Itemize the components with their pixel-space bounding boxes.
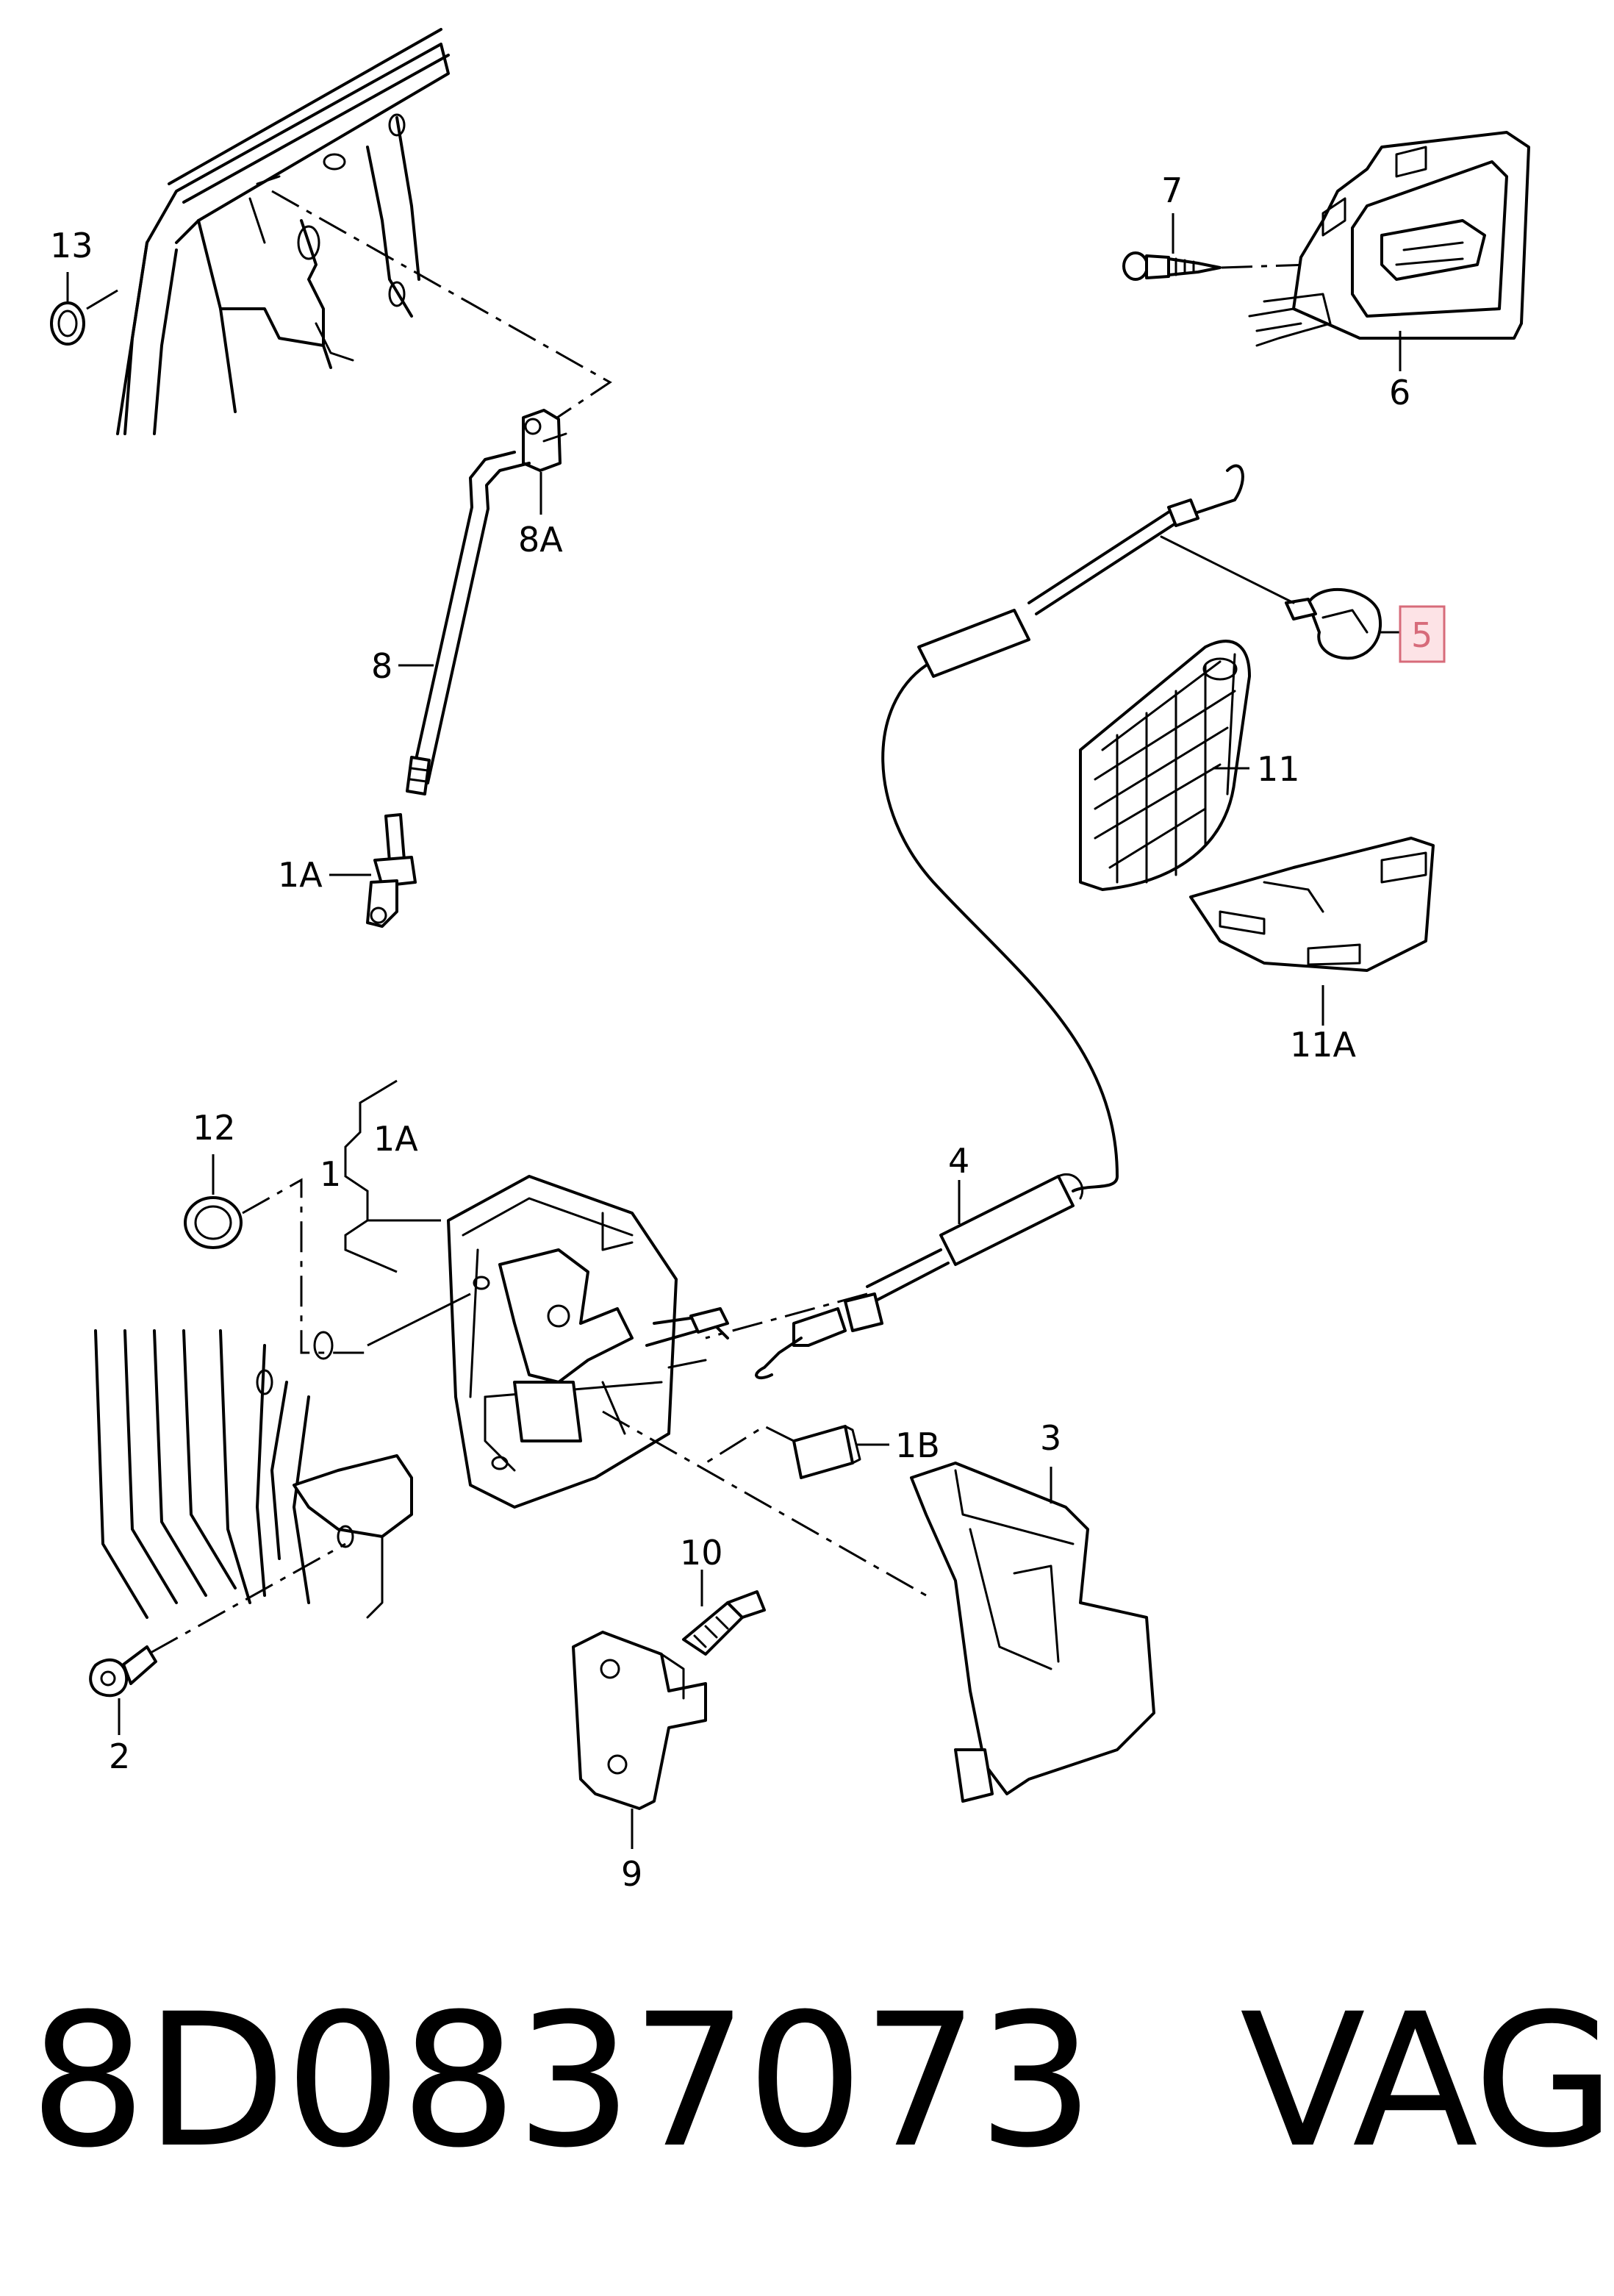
clip-8A-icon [522,409,567,472]
connector-1A-icon [366,813,417,928]
callout-1A-lower: 1A [373,1119,418,1159]
assembly-line-cable [705,1292,868,1340]
plug-13-icon [50,301,85,346]
leader-lock-screw [367,1292,471,1347]
assembly-line-frame [271,190,612,428]
bolt-2-icon [89,1645,157,1698]
callout-3: 3 [1040,1418,1061,1458]
cable-clip-5-icon [1285,587,1382,660]
door-frame-upper [116,28,450,435]
assembly-line-connector [705,1425,795,1464]
leader-bracket-1 [344,1079,441,1273]
striker-plate-9-icon [572,1631,707,1810]
assembly-line-lock [602,1410,927,1597]
brand-name: VAG [1239,1973,1614,2188]
callout-11: 11 [1257,749,1300,789]
callout-13: 13 [50,226,93,265]
callout-5: 5 [1411,615,1432,655]
screw-10-icon [682,1590,766,1656]
inner-door-handle-6-icon [1248,131,1530,347]
part-number: 8D0837073 [29,1973,1094,2188]
assembly-line-screw [1221,263,1309,269]
callout-8: 8 [371,646,392,686]
cable-upper [881,464,1295,1178]
callout-labels: 13 7 6 8A 5 8 11 1A 11A 12 1A 1 4 1B 3 1… [50,171,1432,1894]
bracket-11A-icon [1189,837,1435,972]
callout-6: 6 [1389,373,1410,412]
callout-5-highlight [1399,605,1446,663]
connector-1B-icon [792,1425,861,1479]
callout-11A: 11A [1290,1025,1357,1065]
rod-8-icon [406,451,531,795]
callout-1: 1 [320,1154,341,1194]
exploded-parts-diagram: 13 7 6 8A 5 8 11 1A 11A 12 1A 1 4 1B 3 1… [50,28,1530,1894]
callout-2: 2 [109,1737,130,1776]
callout-7: 7 [1161,171,1183,210]
caption-bar: 8D0837073 VAG [29,1948,1614,2213]
cover-3-icon [910,1462,1155,1803]
assembly-line-plug12 [242,1178,367,1354]
callout-9: 9 [621,1854,642,1894]
plug-12-icon [184,1196,243,1249]
callout-1B: 1B [895,1426,940,1465]
door-frame-lower [94,1329,413,1619]
cable-4-icon [755,1173,1119,1380]
screw-7-icon [1122,251,1222,281]
assembly-line-bolt [150,1542,346,1654]
callout-4: 4 [948,1141,969,1181]
door-lock-1-icon [447,1175,729,1509]
callout-10: 10 [680,1533,723,1573]
callout-12: 12 [193,1108,236,1148]
callout-1A-upper: 1A [278,855,323,895]
damping-mat-11-icon [1079,640,1251,891]
callout-8A: 8A [518,520,563,559]
